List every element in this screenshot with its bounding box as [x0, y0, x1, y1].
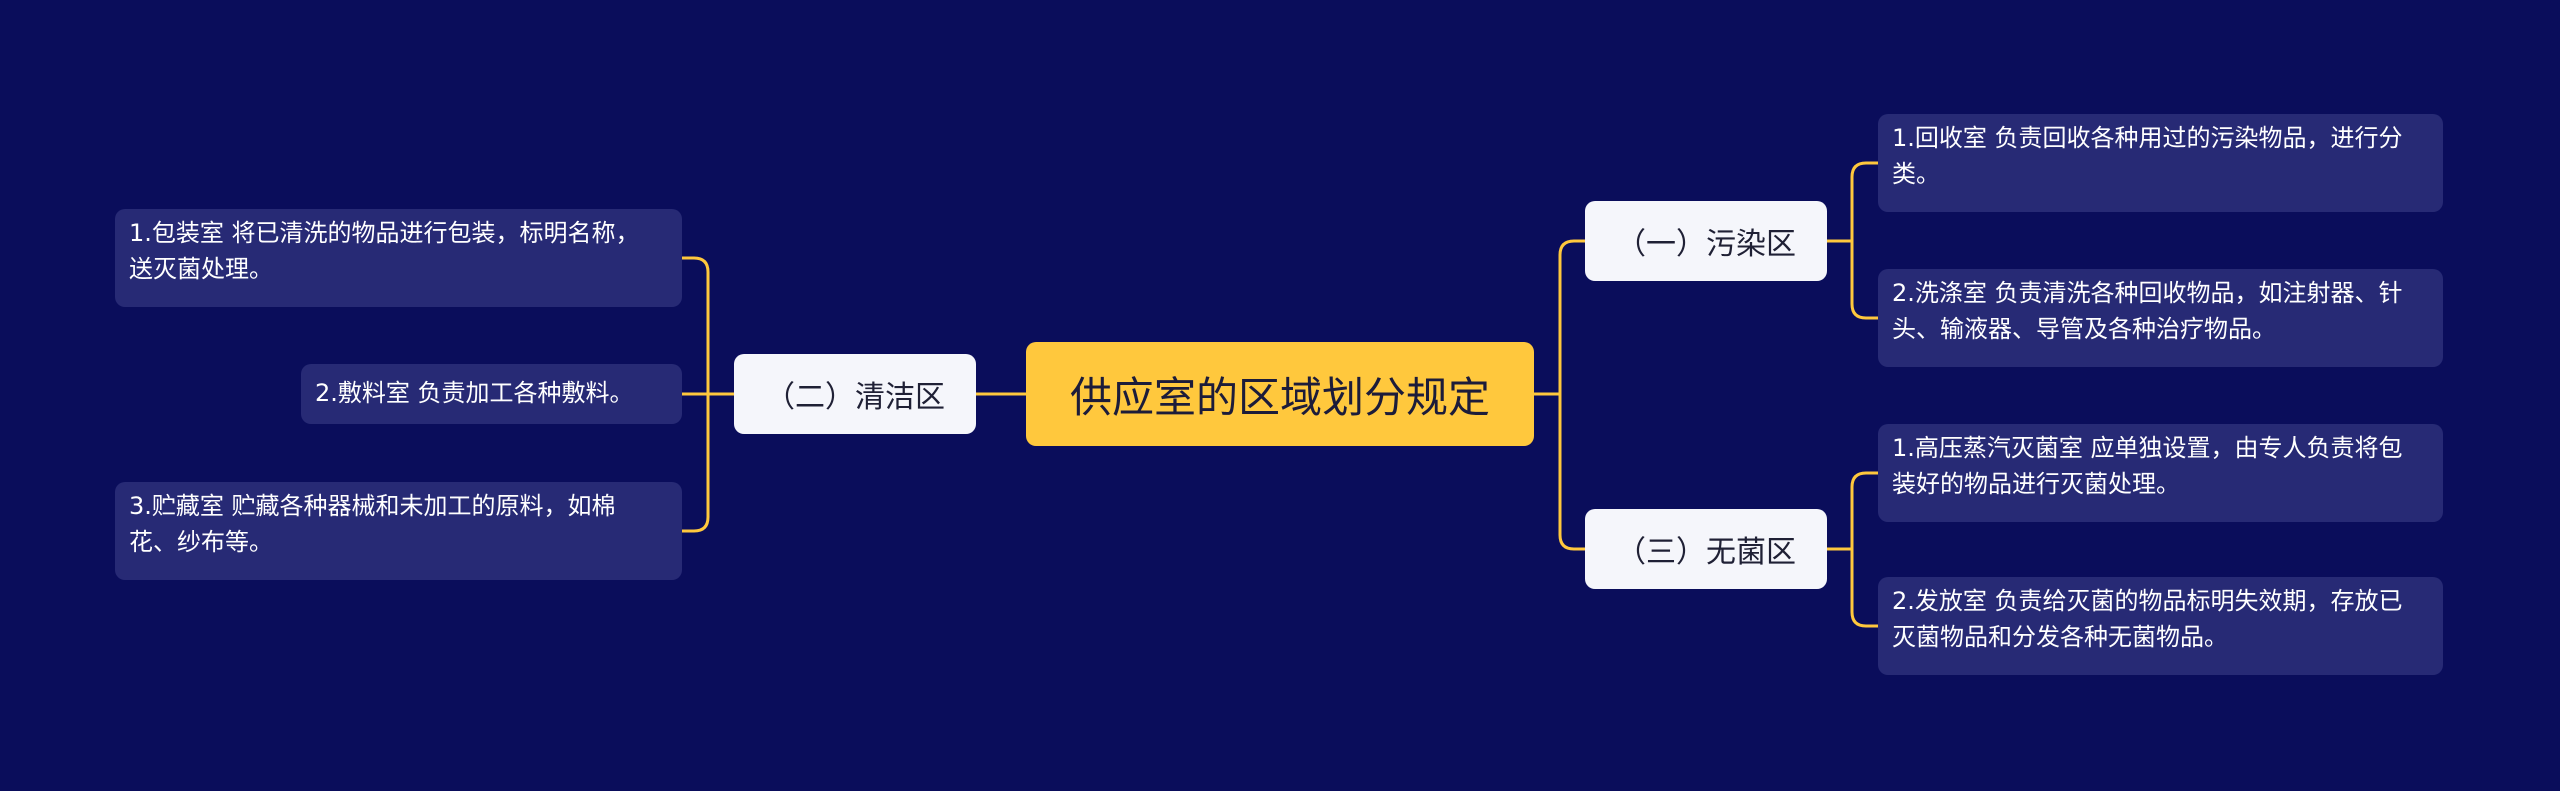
connector-root-sterile	[1558, 392, 1587, 551]
connector-sterile-leaf2	[1850, 547, 1880, 628]
connector-root-polluted	[1532, 239, 1587, 396]
leaf-dressing-room[interactable]: 2.敷料室 负责加工各种敷料。	[301, 364, 682, 424]
branch-sterile-zone[interactable]: （三）无菌区	[1585, 509, 1827, 589]
branch-clean-zone[interactable]: （二）清洁区	[734, 354, 976, 434]
leaf-packaging-room[interactable]: 1.包装室 将已清洗的物品进行包装，标明名称，送灭菌处理。	[115, 209, 682, 307]
leaf-recovery-room[interactable]: 1.回收室 负责回收各种用过的污染物品，进行分类。	[1878, 114, 2443, 212]
connector-polluted-leaf1	[1825, 161, 1880, 243]
connector-clean-leaf3	[680, 392, 710, 533]
leaf-sterilization-room[interactable]: 1.高压蒸汽灭菌室 应单独设置，由专人负责将包装好的物品进行灭菌处理。	[1878, 424, 2443, 522]
leaf-washing-room[interactable]: 2.洗涤室 负责清洗各种回收物品，如注射器、针头、输液器、导管及各种治疗物品。	[1878, 269, 2443, 367]
root-topic[interactable]: 供应室的区域划分规定	[1026, 342, 1534, 446]
leaf-storage-room[interactable]: 3.贮藏室 贮藏各种器械和未加工的原料，如棉花、纱布等。	[115, 482, 682, 580]
connector-polluted-leaf2	[1850, 239, 1880, 320]
branch-polluted-zone[interactable]: （一）污染区	[1585, 201, 1827, 281]
leaf-dispatch-room[interactable]: 2.发放室 负责给灭菌的物品标明失效期，存放已灭菌物品和分发各种无菌物品。	[1878, 577, 2443, 675]
connector-sterile-leaf1	[1825, 471, 1880, 551]
connector-clean-leaf1	[680, 256, 736, 396]
